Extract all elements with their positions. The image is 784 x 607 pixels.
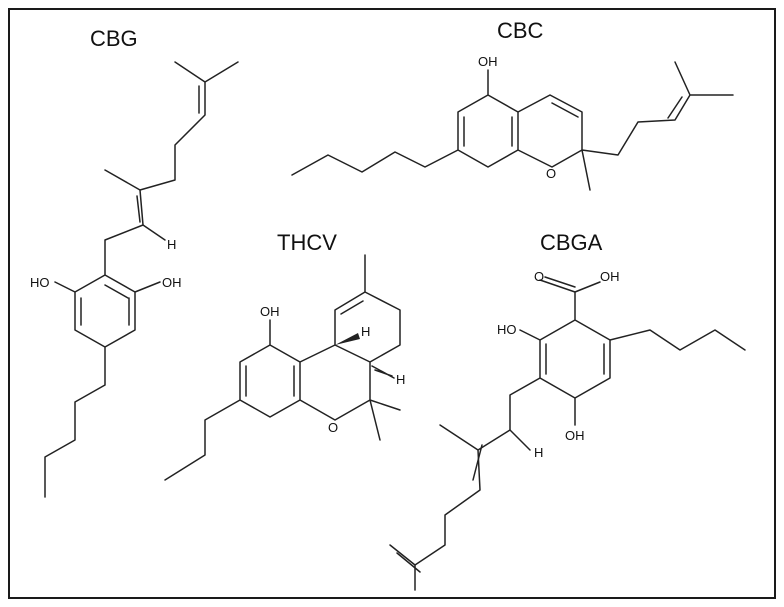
cbg-bonds bbox=[44, 61, 239, 498]
thcv-bonds bbox=[164, 254, 401, 481]
molecule-thcv: THCV OH H H O bbox=[164, 230, 405, 481]
cbga-oh-acid: OH bbox=[600, 269, 620, 284]
cbc-double-bonds bbox=[463, 96, 683, 147]
cbg-ho-left: HO bbox=[30, 275, 50, 290]
cbga-double-bonds bbox=[396, 276, 605, 573]
thcv-o: O bbox=[328, 420, 338, 435]
molecule-cbga: CBGA O OH HO H OH bbox=[389, 230, 746, 591]
thcv-oh: OH bbox=[260, 304, 280, 319]
figure-frame bbox=[8, 8, 776, 599]
cbg-double-bonds bbox=[80, 85, 200, 326]
cbc-bonds bbox=[291, 61, 734, 191]
label-cbg: CBG bbox=[90, 26, 138, 51]
cbc-oh: OH bbox=[478, 54, 498, 69]
thcv-h-bottom: H bbox=[396, 372, 405, 387]
label-cbc: CBC bbox=[497, 18, 544, 43]
thcv-h-top: H bbox=[361, 324, 370, 339]
cbc-o: O bbox=[546, 166, 556, 181]
cbga-o-carbonyl: O bbox=[534, 269, 544, 284]
thcv-wedge bbox=[335, 333, 360, 345]
cbga-ho-left: HO bbox=[497, 322, 517, 337]
thcv-hash bbox=[371, 365, 395, 379]
label-thcv: THCV bbox=[277, 230, 337, 255]
cbg-oh-right: OH bbox=[162, 275, 182, 290]
thcv-double-bonds bbox=[245, 300, 364, 397]
label-cbga: CBGA bbox=[540, 230, 603, 255]
molecule-cbg: CBG HO OH H bbox=[30, 26, 239, 498]
cbga-h: H bbox=[534, 445, 543, 460]
cbga-oh-bottom: OH bbox=[565, 428, 585, 443]
molecule-cbc: CBC OH O bbox=[291, 18, 734, 191]
cbg-h: H bbox=[167, 237, 176, 252]
